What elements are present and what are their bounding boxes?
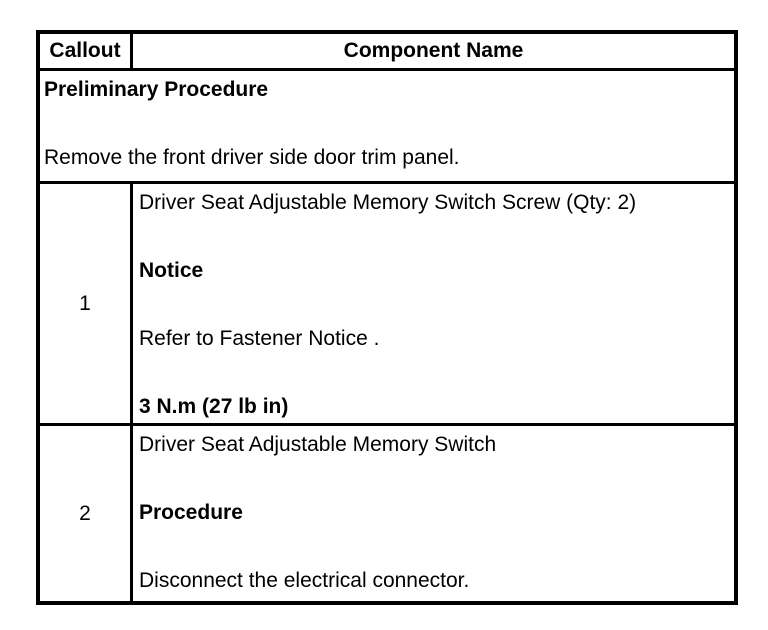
preliminary-procedure-heading: Preliminary Procedure [44,78,269,101]
component-description-cell: Driver Seat Adjustable Memory Switch Scr… [133,184,734,423]
preliminary-procedure-instruction: Remove the front driver side door trim p… [44,146,460,169]
procedure-instruction-line: Disconnect the electrical connector. [139,569,470,592]
component-description-cell: Driver Seat Adjustable Memory Switch Pro… [133,426,734,601]
component-name-line: Driver Seat Adjustable Memory Switch Scr… [139,191,637,214]
notice-heading: Notice [139,259,204,282]
component-name-line: Driver Seat Adjustable Memory Switch [139,433,497,456]
table-header-row: Callout Component Name [40,34,734,71]
table-row: 1 Driver Seat Adjustable Memory Switch S… [40,184,734,426]
preliminary-procedure-row: Preliminary Procedure Remove the front d… [40,71,734,184]
procedure-heading: Procedure [139,501,243,524]
header-callout: Callout [40,34,133,68]
notice-reference-line: Refer to Fastener Notice . [139,327,380,350]
callout-number: 1 [40,184,133,423]
table-row: 2 Driver Seat Adjustable Memory Switch P… [40,426,734,601]
component-callout-table: Callout Component Name Preliminary Proce… [36,30,738,605]
torque-spec-line: 3 N.m (27 lb in) [139,395,289,418]
callout-number: 2 [40,426,133,601]
header-component-name: Component Name [343,39,524,62]
